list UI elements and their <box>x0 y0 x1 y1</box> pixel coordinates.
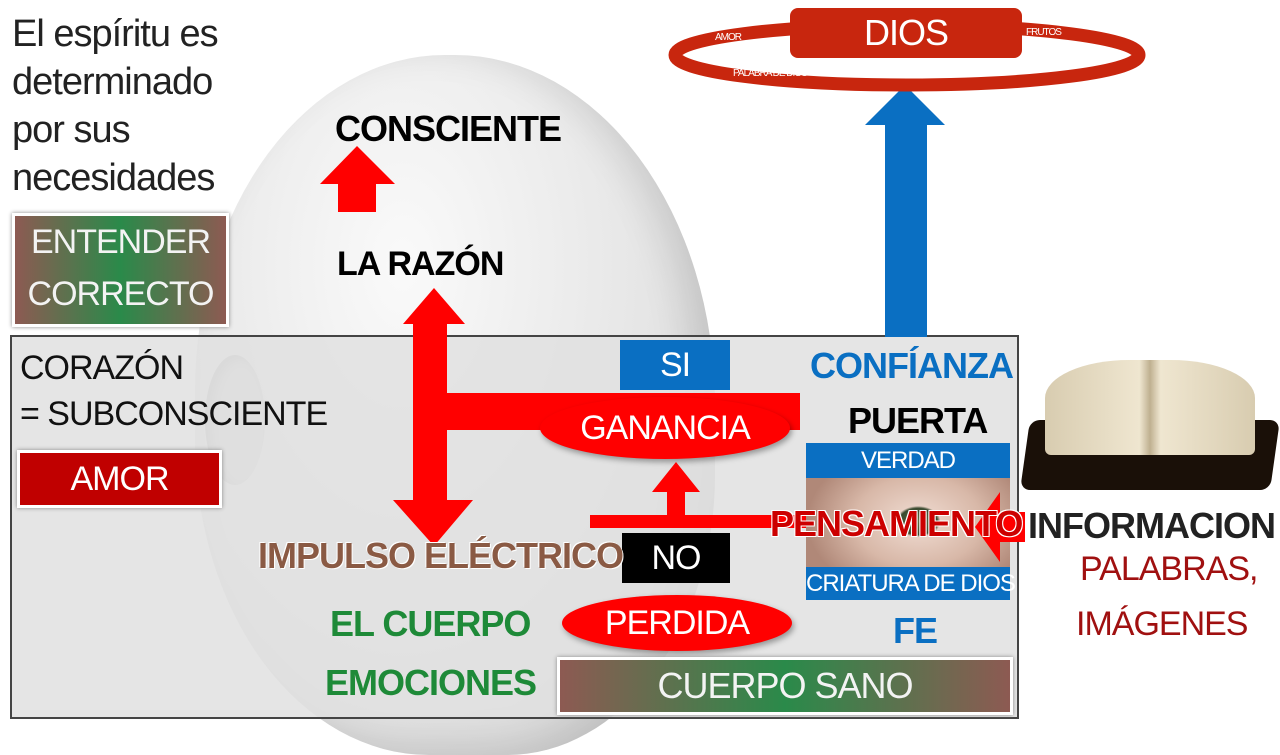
imagenes-label: IMÁGENES <box>1076 605 1248 643</box>
arrow-up-icon <box>320 146 395 212</box>
ring-frutos-label: FRUTOS <box>1026 27 1062 38</box>
pensamiento-label: PENSAMIENTO <box>770 503 1023 544</box>
razon-label: LA RAZÓN <box>337 245 504 283</box>
bible-pages <box>1045 360 1255 455</box>
intro-text: El espíritu es determinado por sus neces… <box>12 10 219 202</box>
confianza-label: CONFÍANZA <box>810 345 1014 386</box>
criatura-band: CRIATURA DE DIOS <box>806 567 1016 600</box>
entender-line: CORRECTO <box>27 275 215 313</box>
verdad-band: VERDAD <box>806 443 1010 478</box>
intro-line: determinado <box>12 61 213 103</box>
small-arrow-up-icon <box>652 462 700 522</box>
corazon-line: CORAZÓN <box>20 349 184 387</box>
perdida-ellipse: PERDIDA <box>562 595 792 651</box>
emociones-label: EMOCIONES <box>325 662 537 703</box>
puerta-label: PUERTA <box>848 400 988 441</box>
dios-box: DIOS <box>790 8 1022 58</box>
amor-box: AMOR <box>17 450 222 508</box>
cuerpo-label: EL CUERPO <box>330 603 531 644</box>
blue-arrow-up-icon <box>865 85 945 337</box>
no-box: NO <box>622 533 730 583</box>
entender-correcto-box: ENTENDER CORRECTO <box>12 213 229 327</box>
corazon-line: = SUBCONSCIENTE <box>20 395 328 433</box>
ring-amor-label: AMOR <box>715 32 742 43</box>
si-box: SI <box>620 340 730 390</box>
cuerpo-sano-box: CUERPO SANO <box>557 657 1013 715</box>
corazon-label: CORAZÓN = SUBCONSCIENTE <box>20 345 328 437</box>
intro-line: por sus <box>12 109 131 151</box>
entender-line: ENTENDER <box>30 223 211 261</box>
impulso-label: IMPULSO ELÉCTRICO <box>258 535 624 576</box>
fe-label: FE <box>893 610 938 651</box>
ganancia-ellipse: GANANCIA <box>540 397 790 459</box>
intro-line: necesidades <box>12 157 215 199</box>
informacion-label: INFORMACION <box>1028 505 1276 546</box>
intro-line: El espíritu es <box>12 13 219 55</box>
palabras-label: PALABRAS, <box>1080 550 1258 588</box>
arrow-left-icon <box>975 492 1025 562</box>
consciente-label: CONSCIENTE <box>335 108 562 149</box>
ring-palabra-label: PALABRA DE DIOS <box>733 68 808 79</box>
